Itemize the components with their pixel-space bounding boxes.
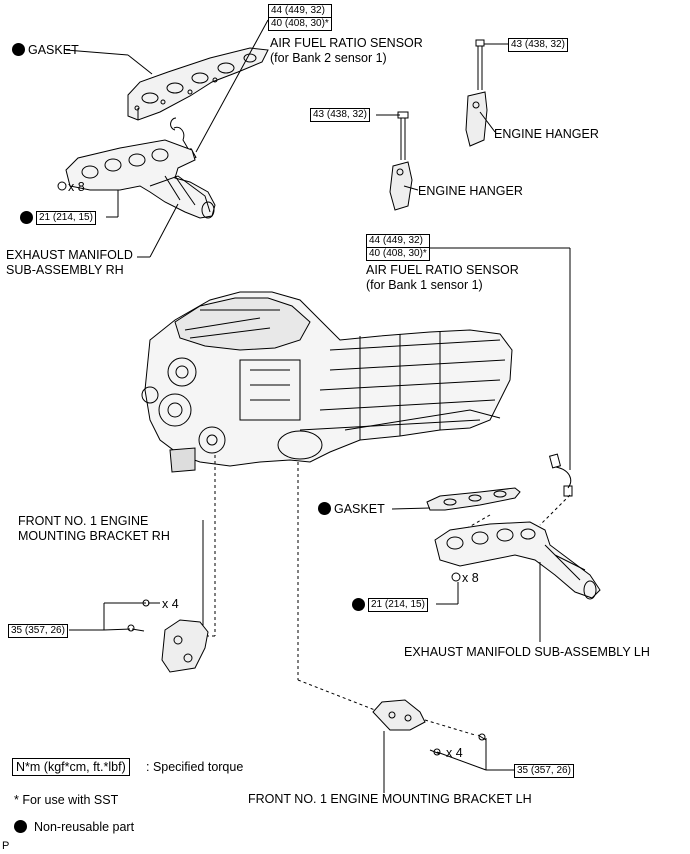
exhaust-manifold-rh-part xyxy=(65,139,216,219)
hanger-rear-torque-box: 43 (438, 32) xyxy=(508,38,568,52)
front-bracket-lh-label: FRONT NO. 1 ENGINE MOUNTING BRACKET LH xyxy=(248,792,532,806)
afr-bank1-torque-box: 44 (449, 32) 40 (408, 30)* xyxy=(366,234,430,261)
afr-bank2-label: AIR FUEL RATIO SENSOR xyxy=(270,36,423,50)
exhaust-lh-label: EXHAUST MANIFOLD SUB-ASSEMBLY LH xyxy=(404,645,650,659)
engine-hanger-front-part xyxy=(389,111,413,211)
gasket-lh-part xyxy=(426,487,521,511)
engine-assembly-part xyxy=(141,291,513,473)
front-bracket-rh-part xyxy=(127,599,209,673)
non-reusable-legend: Non-reusable part xyxy=(34,820,135,834)
exhaust-lh-torque-box: 21 (214, 15) xyxy=(368,598,428,612)
bracket-rh-torque-box: 35 (357, 26) xyxy=(8,624,68,638)
torque-value-sst: 40 (408, 30)* xyxy=(268,18,332,31)
non-reusable-marker xyxy=(14,820,27,833)
torque-value: 44 (449, 32) xyxy=(268,4,332,18)
x4-rh-label: x 4 xyxy=(162,597,179,611)
hanger-front-torque-box: 43 (438, 32) xyxy=(310,108,370,122)
x8-rh-label: x 8 xyxy=(68,180,85,194)
bracket-lh-torque-box: 35 (357, 26) xyxy=(514,764,574,778)
exhaust-rh-torque-box: 21 (214, 15) xyxy=(36,211,96,225)
afr-bank1-label: AIR FUEL RATIO SENSOR xyxy=(366,263,519,277)
engine-hanger-rear-part xyxy=(465,39,488,147)
gasket-lh-label: GASKET xyxy=(334,502,385,516)
afr-bank2-torque-box: 44 (449, 32) 40 (408, 30)* xyxy=(268,4,332,31)
afr-bank1-sublabel: (for Bank 1 sensor 1) xyxy=(366,278,483,292)
torque-legend-desc: : Specified torque xyxy=(146,760,244,774)
non-reusable-marker xyxy=(12,43,25,56)
non-reusable-marker xyxy=(352,598,365,611)
exhaust-rh-label-line2: SUB-ASSEMBLY RH xyxy=(6,263,124,277)
front-bracket-rh-label-line1: FRONT NO. 1 ENGINE xyxy=(18,514,149,528)
exhaust-manifold-lh-part xyxy=(434,521,601,600)
gasket-rh-label: GASKET xyxy=(28,43,79,57)
x8-lh-label: x 8 xyxy=(462,571,479,585)
afr-sensor-bank1-part xyxy=(548,453,573,497)
engine-hanger-front-label: ENGINE HANGER xyxy=(418,184,523,198)
sst-note: * For use with SST xyxy=(14,793,119,807)
non-reusable-marker xyxy=(318,502,331,515)
torque-unit-legend: N*m (kgf*cm, ft.*lbf) xyxy=(12,758,130,776)
front-bracket-rh-label-line2: MOUNTING BRACKET RH xyxy=(18,529,170,543)
corner-mark: P xyxy=(2,840,10,852)
torque-value: 44 (449, 32) xyxy=(366,234,430,248)
engine-hanger-rear-label: ENGINE HANGER xyxy=(494,127,599,141)
front-bracket-lh-part xyxy=(372,699,487,756)
afr-bank2-sublabel: (for Bank 2 sensor 1) xyxy=(270,51,387,65)
exhaust-rh-label-line1: EXHAUST MANIFOLD xyxy=(6,248,133,262)
non-reusable-marker xyxy=(20,211,33,224)
torque-value-sst: 40 (408, 30)* xyxy=(366,248,430,261)
x4-lh-label: x 4 xyxy=(446,746,463,760)
